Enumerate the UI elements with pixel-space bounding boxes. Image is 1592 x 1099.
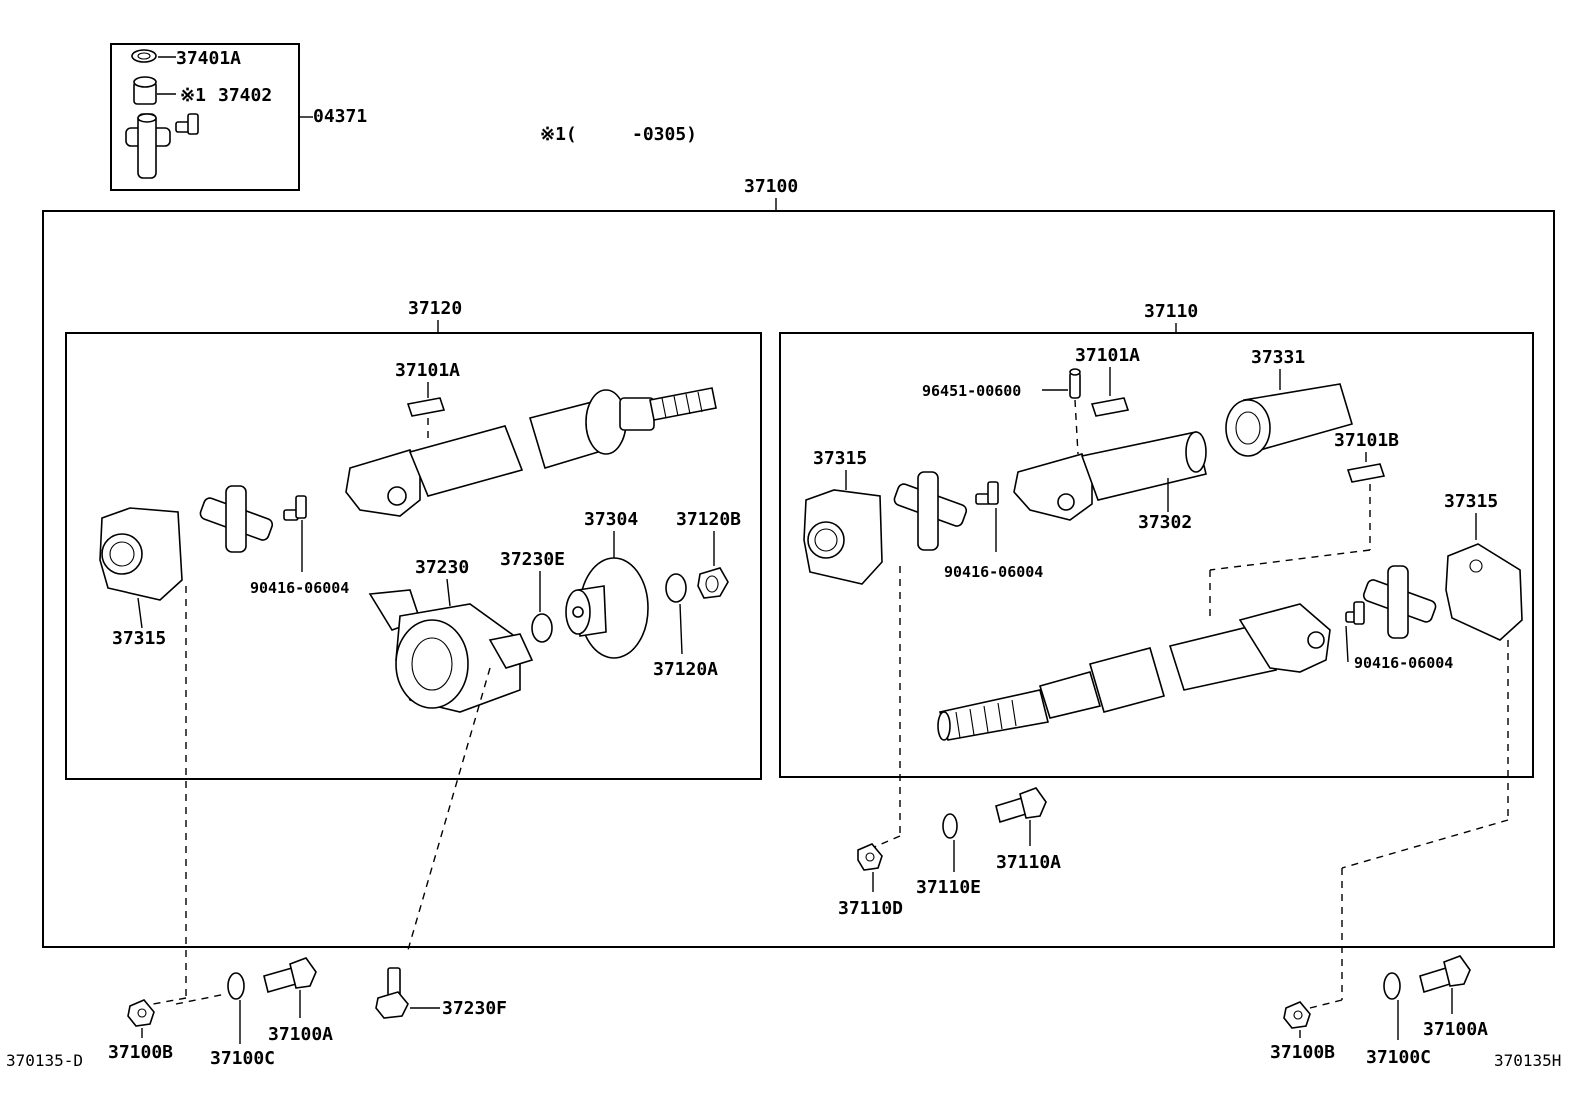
label-37120B: 37120B	[676, 509, 741, 530]
nut-icon-37110D	[857, 843, 883, 871]
sleeve-icon-37331	[1225, 383, 1353, 457]
label-90416-right-1: 90416-06004	[944, 563, 1043, 581]
assembly-37100-frame	[42, 210, 1555, 948]
repair-kit-group: 37401A ※1 37402 04371	[110, 43, 367, 191]
bolt-icon-37110A	[995, 787, 1047, 824]
washer-icon-37110E	[942, 813, 958, 839]
label-37100A-right: 37100A	[1423, 1019, 1488, 1040]
spider-icon-left	[199, 485, 274, 553]
balance-weight-icon-37101B	[1346, 463, 1386, 483]
grease-fitting-icon	[175, 113, 199, 135]
front-shaft-icon	[345, 387, 717, 517]
label-37230: 37230	[415, 557, 469, 578]
ref-code-left: 370135-D	[6, 1051, 83, 1070]
nut-icon-37100B-right	[1283, 1001, 1311, 1029]
label-90416-left: 90416-06004	[250, 579, 349, 597]
spider-icon-right-2	[1362, 565, 1437, 639]
bearing-cup-icon	[133, 76, 157, 105]
label-96451: 96451-00600	[922, 382, 1021, 400]
label-90416-right-2: 90416-06004	[1354, 654, 1453, 672]
balance-weight-icon-right	[1090, 397, 1130, 417]
grease-fitting-icon-right-1	[975, 481, 999, 505]
label-37120A: 37120A	[653, 659, 718, 680]
label-37402: 37402	[218, 85, 272, 106]
flange-yoke-icon-right-1	[803, 489, 883, 585]
nut-icon-37100B-left	[127, 999, 155, 1027]
label-37110E: 37110E	[916, 877, 981, 898]
label-37315-right-1: 37315	[813, 448, 867, 469]
label-37315-left: 37315	[112, 628, 166, 649]
flange-yoke-icon-right-2	[1445, 543, 1523, 641]
assembly-37110-frame	[779, 332, 1534, 778]
label-37401A: 37401A	[176, 48, 241, 69]
snap-ring-icon	[131, 49, 157, 63]
label-04371: 04371	[313, 106, 367, 127]
label-37100C-right: 37100C	[1366, 1047, 1431, 1068]
leader-center-bearing	[407, 667, 491, 951]
label-37110A: 37110A	[996, 852, 1061, 873]
label-mark-1-kit: ※1	[180, 85, 206, 106]
bolt-icon-37100A-left	[263, 957, 317, 993]
grease-fitting-icon-right-2	[1345, 601, 1365, 625]
grease-nipple-icon	[1069, 368, 1081, 399]
label-37100C-left: 37100C	[210, 1048, 275, 1069]
label-37100: 37100	[744, 176, 798, 197]
label-37315-right-2: 37315	[1444, 491, 1498, 512]
assembly-37120-frame	[65, 332, 762, 780]
label-37230F: 37230F	[442, 998, 507, 1019]
washer-icon-37120A	[665, 573, 687, 603]
bolt-icon-37100A-right	[1419, 955, 1471, 994]
label-37101A-left: 37101A	[395, 360, 460, 381]
spider-icon-right-1	[893, 471, 968, 551]
label-37331: 37331	[1251, 347, 1305, 368]
center-bearing-icon	[368, 589, 534, 713]
label-37100B-left: 37100B	[108, 1042, 173, 1063]
label-37120: 37120	[408, 298, 462, 319]
label-37100B-right: 37100B	[1270, 1042, 1335, 1063]
companion-flange-icon	[565, 557, 649, 659]
spider-icon	[125, 113, 171, 179]
note-range: -0305)	[632, 124, 697, 145]
flange-yoke-icon-left	[99, 507, 183, 601]
bolt-icon-37230F	[375, 967, 409, 1019]
rear-shaft-icon	[937, 603, 1331, 741]
label-37101B: 37101B	[1334, 430, 1399, 451]
balance-weight-icon-left	[406, 397, 446, 417]
label-37100A-left: 37100A	[268, 1024, 333, 1045]
nut-icon-37120B	[697, 567, 729, 599]
ref-code-right: 370135H	[1494, 1051, 1561, 1070]
label-37101A-right: 37101A	[1075, 345, 1140, 366]
label-37110D: 37110D	[838, 898, 903, 919]
label-37302: 37302	[1138, 512, 1192, 533]
washer-icon-37230E	[531, 613, 553, 643]
washer-icon-37100C-left	[227, 972, 245, 1000]
label-37110: 37110	[1144, 301, 1198, 322]
sliding-yoke-icon	[1013, 431, 1207, 521]
washer-icon-37100C-right	[1383, 972, 1401, 1000]
label-37304: 37304	[584, 509, 638, 530]
label-37230E: 37230E	[500, 549, 565, 570]
grease-fitting-icon-left	[283, 495, 307, 521]
note-mark: ※1(	[540, 124, 577, 145]
